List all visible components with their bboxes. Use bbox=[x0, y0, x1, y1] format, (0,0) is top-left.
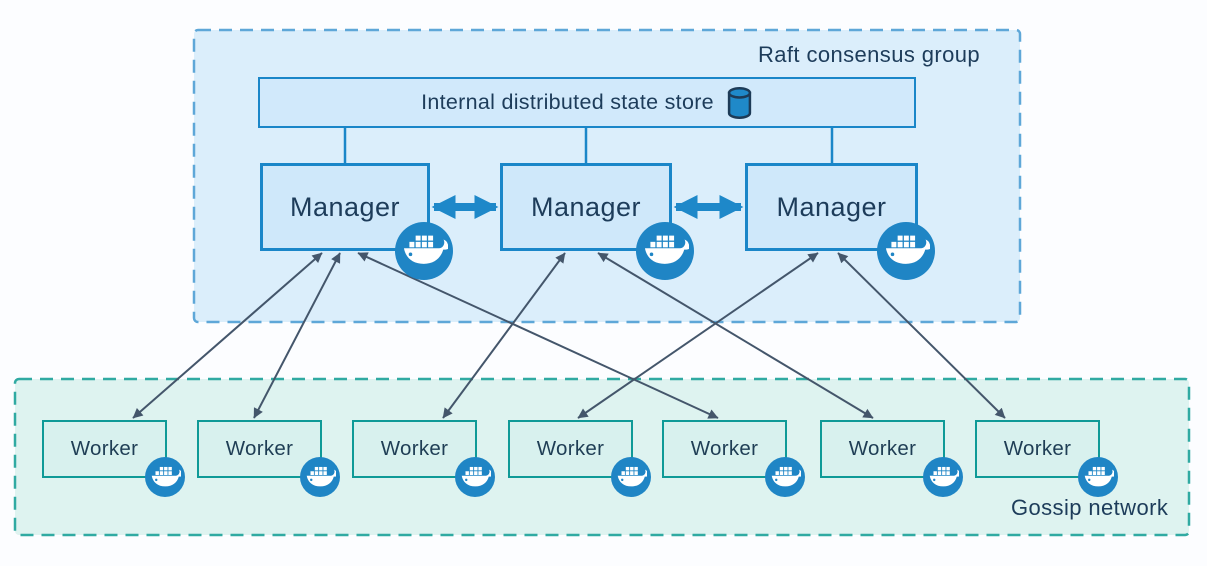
manager-label: Manager bbox=[530, 191, 642, 222]
worker-label: Worker bbox=[536, 437, 605, 460]
worker-label: Worker bbox=[380, 437, 449, 460]
gossip-network-label: Gossip network bbox=[1011, 495, 1169, 520]
manager1-worker2-arrow bbox=[253, 252, 341, 419]
worker-label: Worker bbox=[848, 437, 917, 460]
worker-label: Worker bbox=[70, 437, 139, 460]
worker-docker-badge-4 bbox=[611, 457, 651, 497]
worker-label: Worker bbox=[690, 437, 759, 460]
worker-docker-badge-5 bbox=[765, 457, 805, 497]
worker-docker-badge-1 bbox=[145, 457, 185, 497]
manager-docker-badge-2 bbox=[636, 222, 694, 280]
manager-label: Manager bbox=[776, 191, 887, 222]
docker-whale-icon bbox=[617, 466, 648, 487]
worker-docker-badge-6 bbox=[923, 457, 963, 497]
worker-docker-badge-3 bbox=[455, 457, 495, 497]
manager3-worker7-arrow bbox=[837, 252, 1006, 419]
worker-label: Worker bbox=[1003, 437, 1072, 460]
docker-whale-icon bbox=[151, 466, 182, 487]
state-store-node: Internal distributed state store bbox=[258, 77, 916, 128]
manager-docker-badge-1 bbox=[395, 222, 453, 280]
worker-docker-badge-2 bbox=[300, 457, 340, 497]
raft-group-label: Raft consensus group bbox=[758, 42, 981, 67]
state-store-label: Internal distributed state store bbox=[421, 90, 714, 114]
docker-whale-icon bbox=[404, 235, 448, 265]
manager-docker-badge-3 bbox=[877, 222, 935, 280]
docker-whale-icon bbox=[461, 466, 492, 487]
manager-label: Manager bbox=[289, 191, 401, 222]
docker-whale-icon bbox=[645, 235, 689, 265]
docker-whale-icon bbox=[929, 466, 960, 487]
docker-whale-icon bbox=[306, 466, 337, 487]
manager3-worker4-arrow bbox=[577, 252, 819, 419]
database-icon bbox=[727, 86, 752, 119]
worker-docker-badge-7 bbox=[1078, 457, 1118, 497]
docker-whale-icon bbox=[886, 235, 930, 265]
docker-whale-icon bbox=[1084, 466, 1115, 487]
manager2-worker3-arrow bbox=[442, 252, 566, 419]
docker-whale-icon bbox=[771, 466, 802, 487]
worker-label: Worker bbox=[225, 437, 294, 460]
